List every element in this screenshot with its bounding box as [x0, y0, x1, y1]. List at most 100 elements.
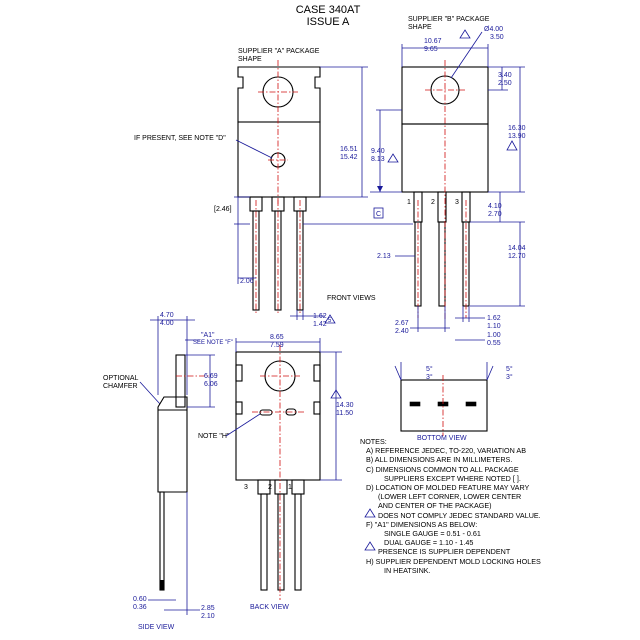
back-outline: [235, 351, 321, 481]
note-e: DOES NOT COMPLY JEDEC STANDARD VALUE.: [378, 510, 541, 520]
body-outline-a: [237, 121, 321, 198]
dim-4-00-text: 4.00: [160, 320, 174, 327]
bottom-lead-3: [465, 401, 477, 407]
ref-2-46-text: [2.46]: [214, 206, 232, 213]
lead-b-2: [438, 221, 446, 307]
note-triangle-icon: [324, 314, 336, 324]
dim-2-13-text: 2.13: [377, 253, 391, 260]
back-lead-3: [294, 493, 302, 591]
dim-4-70-text: 4.70: [160, 312, 174, 319]
side-view: OPTIONAL CHAMFER 4.70 4.00 "A1" SEE NOTE…: [103, 312, 233, 631]
note-c: C) DIMENSIONS COMMON TO ALL PACKAGE: [366, 464, 519, 474]
back-lead-2: [277, 493, 285, 591]
bottom-outline: [400, 379, 488, 432]
dim-8-13-text: 8.13: [371, 156, 385, 163]
back-notch-r2: [313, 401, 321, 415]
dim-8-65-text: 8.65: [270, 334, 284, 341]
pin-label-b-1: 1: [407, 199, 411, 206]
chamfer-leader: [139, 381, 161, 405]
pin-label-back-1: 3: [244, 484, 248, 491]
note-h: H) SUPPLIER DEPENDENT MOLD LOCKING HOLES: [366, 556, 541, 566]
supplier-a-label: SUPPLIER "A" PACKAGE: [238, 48, 320, 55]
issue-title: ISSUE A: [307, 16, 350, 28]
dim-hole-4-00: Ø4.00: [484, 26, 503, 33]
dim-13-90-text: 13.90: [508, 133, 526, 140]
back-view: 3 2 1 8.65 7.59 14.30 11.50 NOTE "H" BAC…: [198, 334, 354, 611]
see-note-f-label: SEE NOTE "F": [193, 340, 233, 346]
side-view-label: SIDE VIEW: [138, 624, 175, 631]
dim-1-62-text: 1.62: [313, 313, 327, 320]
datum-c-text: C: [376, 211, 381, 218]
tri-label-1: 5: [328, 318, 332, 324]
dim-16-51-text: 16.51: [340, 146, 358, 153]
note-b: B) ALL DIMENSIONS ARE IN MILLIMETERS.: [366, 455, 513, 465]
dim-7-59-text: 7.59: [270, 342, 284, 349]
front-view-b: SUPPLIER "B" PACKAGE SHAPE 1 2 3: [401, 16, 490, 320]
back-notch-l2: [235, 401, 243, 415]
back-lead-1: [260, 493, 268, 591]
back-stub-3: [291, 479, 305, 495]
draft-line-r: [486, 365, 494, 381]
back-notch-r: [313, 364, 321, 382]
front-a-dimensions: 16.51 15.42 IF PRESENT, SEE NOTE "D" [2.…: [134, 66, 376, 328]
dim-b-1-10-text: 1.10: [487, 323, 501, 330]
lock-hole-1: [259, 409, 273, 416]
pin-label-back-3: 1: [288, 484, 292, 491]
front-b-dimensions: 10.67 9.65 Ø4.00 3.50 3.40 2.50 16.30 13…: [303, 26, 526, 347]
back-notch-l: [235, 364, 243, 382]
pin-label-b-2: 2: [431, 199, 435, 206]
side-lead: [159, 491, 165, 591]
dim-16-30-text: 16.30: [508, 125, 526, 132]
dim-9-40-text: 9.40: [371, 148, 385, 155]
note-f: F) "A1" DIMENSIONS AS BELOW:: [366, 519, 478, 529]
note-triangle-icon-5: [330, 389, 342, 399]
side-lead-tip: [160, 580, 164, 590]
dim-0-60-text: 0.60: [133, 596, 147, 603]
angle-5-left: 5°: [426, 365, 433, 373]
dim-14-30-text: 14.30: [336, 402, 354, 409]
case-title: CASE 340AT: [296, 4, 361, 16]
dim-b-0-55-text: 0.55: [487, 340, 501, 347]
pin-label-b-3: 3: [455, 199, 459, 206]
lead-a-2: [274, 210, 282, 311]
arrow-9-40: [377, 186, 383, 192]
note-triangle-icon-4: [387, 153, 399, 163]
note-d-3: AND CENTER OF THE PACKAGE): [378, 501, 492, 511]
angle-3-right: 3°: [506, 373, 513, 381]
dim-2-85-text: 2.85: [201, 605, 215, 612]
dim-hole-3-50: 3.50: [490, 34, 504, 41]
dim-b-1-62-text: 1.62: [487, 315, 501, 322]
front-views-label: FRONT VIEWS: [327, 295, 376, 302]
dim-b-1-00-text: 1.00: [487, 332, 501, 339]
note-a: A) REFERENCE JEDEC, TO-220, VARIATION AB: [366, 446, 527, 456]
if-present-leader: [235, 139, 273, 159]
dim-1-42-text: 1.42: [313, 321, 327, 328]
supplier-b-label: SUPPLIER "B" PACKAGE: [408, 16, 490, 23]
dim-4-10-text: 4.10: [488, 203, 502, 210]
bottom-view: 5° 3° 5° 3° BOTTOM VIEW: [394, 362, 513, 442]
hole-leader: [450, 31, 483, 79]
note-d-2: (LOWER LEFT CORNER, LOWER CENTER: [378, 492, 522, 502]
back-stub-2: [274, 479, 288, 495]
angle-3-left: 3°: [426, 373, 433, 381]
dim-2-50-text: 2.50: [498, 80, 512, 87]
note-d: D) LOCATION OF MOLDED FEATURE MAY VARY: [366, 483, 530, 493]
dim-2-06-text: 2.06: [240, 278, 254, 285]
dim-2-67-text: 2.67: [395, 320, 409, 327]
dim-15-42-text: 15.42: [340, 154, 358, 161]
a1-label: "A1": [201, 332, 215, 339]
note-h-2: IN HEATSINK.: [384, 565, 431, 575]
note-h-label: NOTE "H": [198, 433, 230, 440]
lead-a-1: [252, 210, 260, 311]
dim-12-70-text: 12.70: [508, 253, 526, 260]
dim-0-36-text: 0.36: [133, 604, 147, 611]
supplier-a-label-2: SHAPE: [238, 56, 262, 63]
note-g-triangle-icon: [364, 541, 376, 551]
side-body: [157, 396, 188, 493]
optional-chamfer-label-2: CHAMFER: [103, 383, 138, 390]
angle-5-right: 5°: [506, 365, 513, 373]
notes-block: NOTES: A) REFERENCE JEDEC, TO-220, VARIA…: [360, 437, 560, 575]
datum-c-box: [373, 207, 384, 219]
dim-2-40-text: 2.40: [395, 328, 409, 335]
